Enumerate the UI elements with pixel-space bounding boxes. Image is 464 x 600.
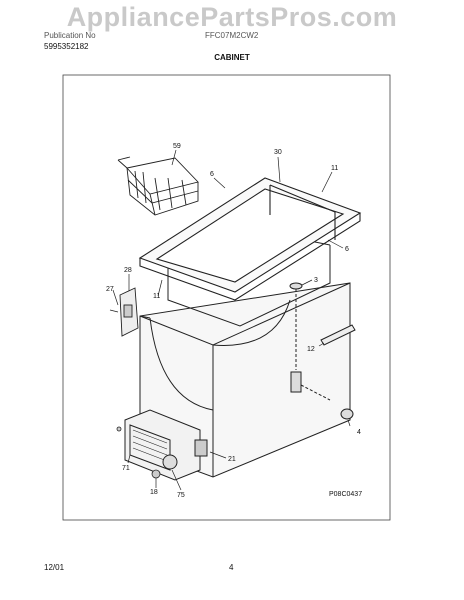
screw-parts: [116, 426, 161, 479]
breaker-frame: [138, 177, 362, 301]
section-title: CABINET: [214, 53, 250, 62]
callout-3: 3: [314, 277, 318, 284]
callout-6-top: 6: [210, 171, 214, 178]
callout-59: 59: [173, 143, 181, 150]
model-number: FFC07M2CW2: [205, 31, 259, 40]
diagram-code: P08C0437: [329, 491, 362, 498]
footer-page-number: 4: [229, 563, 234, 572]
callout-21: 21: [228, 456, 236, 463]
callout-28: 28: [124, 267, 132, 274]
callout-4: 4: [357, 429, 361, 436]
callout-6-right: 6: [345, 246, 349, 253]
callout-75: 75: [177, 492, 185, 499]
leader-lines: [112, 149, 351, 491]
callout-11-top: 11: [331, 165, 338, 172]
diagram-frame: [62, 74, 391, 521]
publication-label: Publication No: [44, 31, 96, 40]
storage-basket: [117, 156, 199, 216]
machine-compartment-grille: [124, 409, 208, 481]
lid-hinge: [109, 287, 139, 337]
drain-assembly: [289, 282, 354, 420]
watermark-logo: AppliancePartsPros.com: [66, 2, 398, 32]
callout-18: 18: [150, 489, 158, 496]
callout-71: 71: [122, 465, 130, 472]
callout-27: 27: [106, 286, 114, 293]
publication-number: 5995352182: [44, 42, 89, 51]
footer-date: 12/01: [44, 563, 65, 572]
callout-11-left: 11: [153, 293, 160, 300]
callout-30: 30: [274, 149, 282, 156]
callout-12: 12: [307, 346, 315, 353]
